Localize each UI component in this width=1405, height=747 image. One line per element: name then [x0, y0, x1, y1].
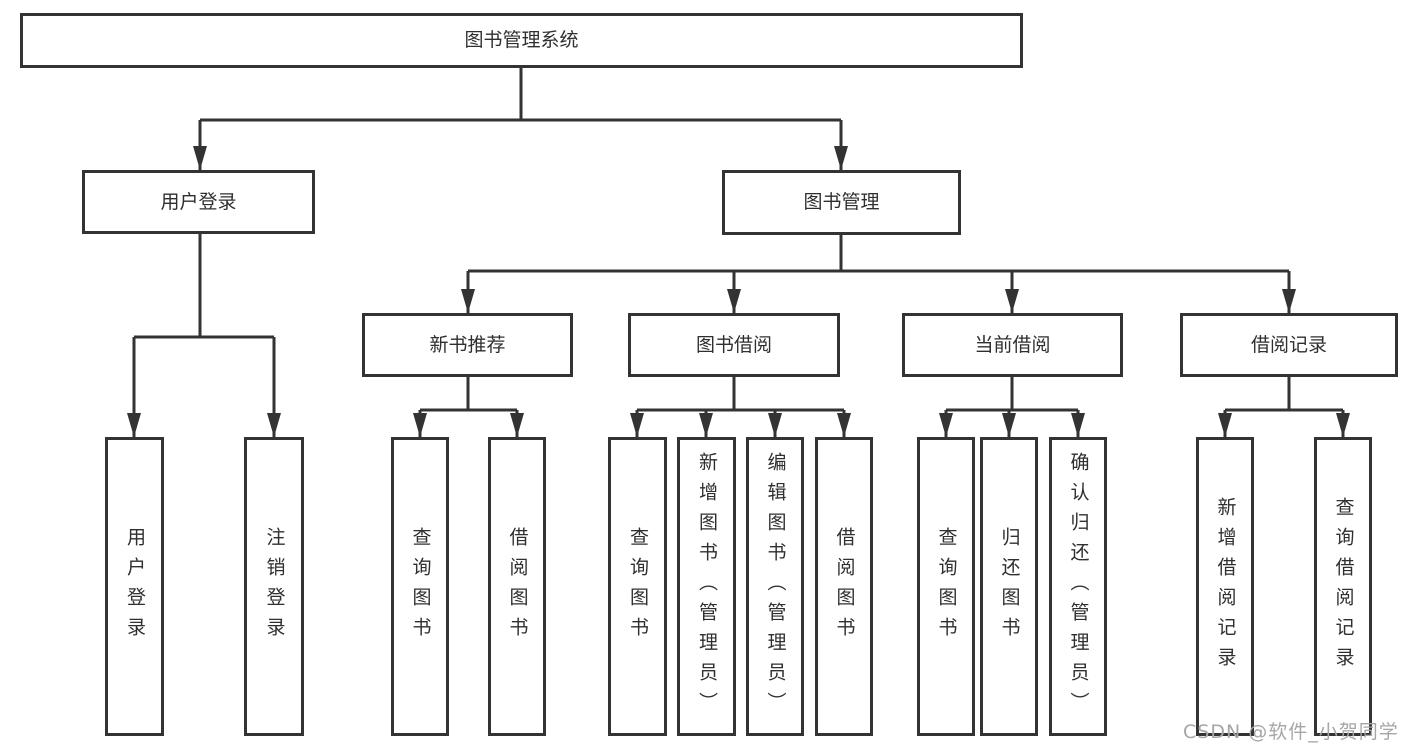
node-root-label: 图书管理系统	[464, 29, 579, 51]
node-user-login: 用户登录	[82, 170, 315, 234]
leaf-query-books-1: 查询图书	[391, 437, 449, 736]
leaf-return-book: 归还图书	[980, 437, 1038, 736]
node-borrowing-records: 借阅记录	[1180, 313, 1398, 377]
node-book-borrowing-label: 图书借阅	[695, 333, 772, 356]
node-borrowing-records-label: 借阅记录	[1250, 333, 1327, 356]
leaf-borrow-books-2: 借阅图书	[815, 437, 873, 736]
leaf-query-books-2: 查询图书	[608, 437, 667, 736]
leaf-borrow-books-1-label: 借阅图书	[506, 526, 529, 647]
leaf-query-books-2-label: 查询图书	[627, 526, 649, 647]
leaf-user-login: 用户登录	[105, 437, 164, 736]
leaf-add-book-admin: 新增图书（管理员）	[677, 437, 736, 736]
node-new-book-recommend: 新书推荐	[362, 313, 573, 377]
leaf-query-borrow-record-label: 查询借阅记录	[1332, 496, 1355, 677]
leaf-borrow-books-2-label: 借阅图书	[833, 526, 856, 647]
node-current-borrowing: 当前借阅	[902, 313, 1123, 377]
leaf-user-login-label: 用户登录	[124, 526, 146, 647]
node-user-login-label: 用户登录	[160, 190, 237, 213]
leaf-confirm-return-admin: 确认归还（管理员）	[1049, 437, 1107, 736]
leaf-borrow-books-1: 借阅图书	[488, 437, 546, 736]
node-book-management: 图书管理	[722, 170, 961, 235]
leaf-add-book-admin-label: 新增图书（管理员）	[696, 451, 718, 722]
leaf-add-borrow-record-label: 新增借阅记录	[1214, 496, 1237, 677]
leaf-query-borrow-record: 查询借阅记录	[1314, 437, 1372, 736]
csdn-watermark: CSDN @软件_小贺同学	[1183, 721, 1399, 743]
node-book-borrowing: 图书借阅	[628, 313, 840, 377]
node-book-management-label: 图书管理	[803, 191, 880, 213]
node-current-borrowing-label: 当前借阅	[974, 333, 1051, 356]
leaf-logout-label: 注销登录	[263, 526, 286, 647]
leaf-query-books-3: 查询图书	[917, 437, 975, 736]
leaf-query-books-1-label: 查询图书	[409, 526, 432, 647]
leaf-confirm-return-admin-label: 确认归还（管理员）	[1067, 451, 1090, 722]
leaf-add-borrow-record: 新增借阅记录	[1196, 437, 1254, 736]
node-root: 图书管理系统	[20, 13, 1023, 68]
leaf-query-books-3-label: 查询图书	[935, 526, 958, 647]
node-new-book-recommend-label: 新书推荐	[429, 333, 506, 356]
leaf-edit-book-admin-label: 编辑图书（管理员）	[764, 451, 787, 722]
leaf-edit-book-admin: 编辑图书（管理员）	[746, 437, 804, 736]
leaf-logout: 注销登录	[244, 437, 304, 736]
leaf-return-book-label: 归还图书	[998, 526, 1021, 647]
